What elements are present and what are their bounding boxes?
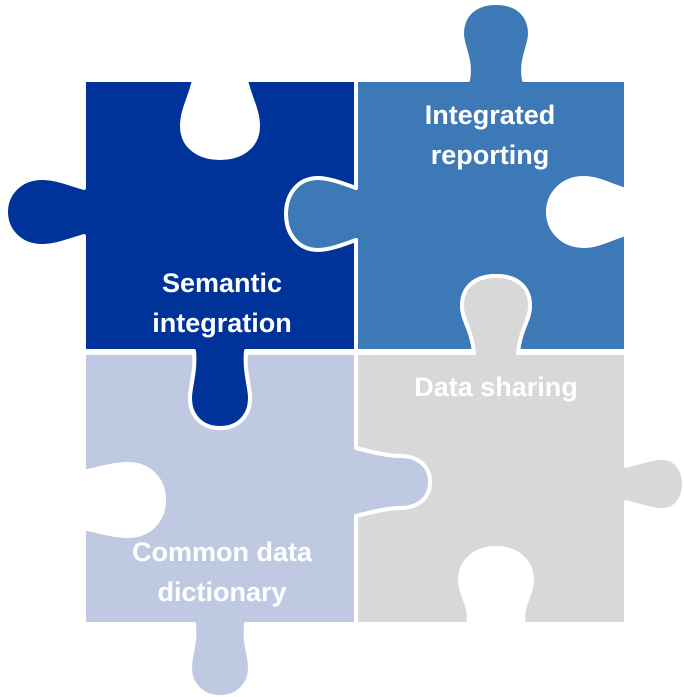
label-line: Semantic	[162, 268, 282, 298]
label-line: dictionary	[157, 577, 286, 607]
label-line: Data sharing	[414, 372, 578, 402]
label-semantic-integration: Semantic integration	[152, 268, 292, 338]
label-data-sharing: Data sharing	[414, 372, 578, 402]
label-line: integration	[152, 308, 292, 338]
label-common-data-dictionary: Common data dictionary	[132, 537, 313, 607]
label-integrated-reporting: Integrated reporting	[425, 100, 556, 170]
label-line: Integrated	[425, 100, 556, 130]
puzzle-piece-semantic-integration	[4, 78, 358, 430]
label-line: reporting	[431, 140, 550, 170]
label-line: Common data	[132, 537, 313, 567]
